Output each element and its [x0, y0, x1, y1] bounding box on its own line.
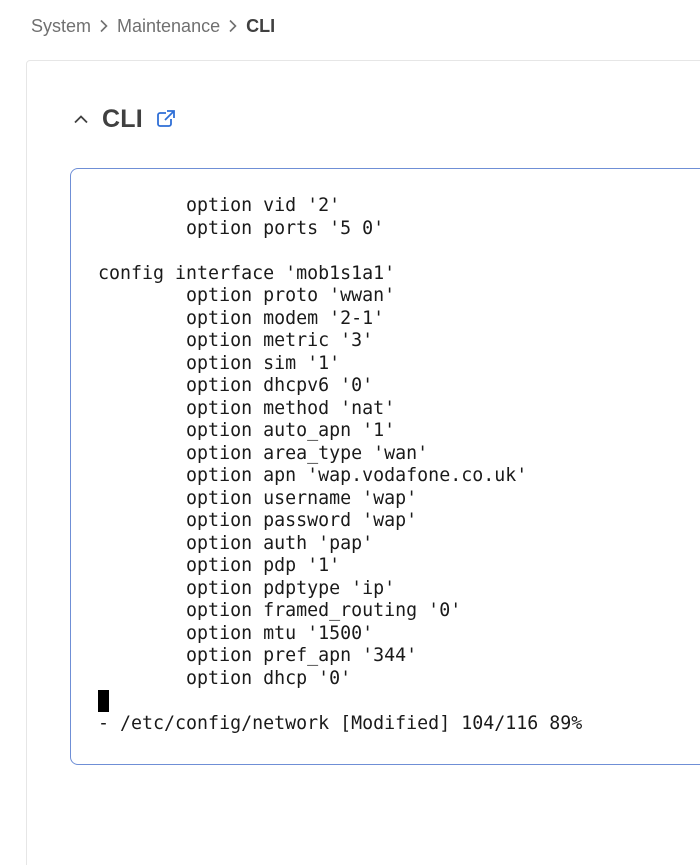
- terminal-line: option proto 'wwan': [98, 285, 396, 306]
- chevron-right-icon: [220, 14, 246, 38]
- terminal-line: option pref_apn '344': [98, 645, 418, 666]
- chevron-right-icon: [91, 14, 117, 38]
- terminal-line: option auto_apn '1': [98, 420, 396, 441]
- terminal-line: config interface 'mob1s1a1': [98, 262, 396, 284]
- terminal-line: option pdptype 'ip': [98, 577, 396, 599]
- terminal-line: option dhcpv6 '0': [98, 375, 374, 396]
- editor-status-line: - /etc/config/network [Modified] 104/116…: [98, 712, 583, 734]
- terminal-line: option mtu '1500': [98, 622, 374, 644]
- terminal-line: option area_type 'wan': [98, 442, 429, 464]
- page-title: CLI: [102, 104, 143, 133]
- terminal-line: option vid '2': [98, 195, 341, 216]
- terminal-line: option username 'wap': [98, 487, 418, 509]
- terminal-line: option modem '2-1': [98, 307, 385, 329]
- breadcrumb-item-system[interactable]: System: [31, 15, 92, 36]
- terminal-line: [98, 240, 582, 263]
- terminal-line: option sim '1': [98, 352, 341, 374]
- external-link-icon[interactable]: [155, 108, 177, 130]
- section-header: CLI: [72, 102, 177, 136]
- terminal-line: option apn 'wap.vodafone.co.uk': [98, 465, 528, 486]
- terminal-cursor: [98, 690, 109, 712]
- terminal-line: option auth 'pap': [98, 532, 374, 554]
- cli-terminal[interactable]: option vid '2' option ports '5 0' config…: [70, 168, 700, 765]
- breadcrumb-item-maintenance[interactable]: Maintenance: [117, 15, 221, 36]
- terminal-line: option pdp '1': [98, 555, 341, 576]
- terminal-line: option metric '3': [98, 330, 374, 351]
- cursor-line: [98, 690, 582, 713]
- breadcrumb-item-cli: CLI: [246, 15, 276, 36]
- terminal-line: option password 'wap': [98, 510, 418, 531]
- chevron-up-icon[interactable]: [72, 110, 90, 128]
- terminal-line: option ports '5 0': [98, 217, 385, 239]
- terminal-output: option vid '2' option ports '5 0' config…: [98, 195, 582, 735]
- terminal-line: option dhcp '0': [98, 667, 352, 689]
- breadcrumb: System Maintenance CLI: [31, 14, 275, 38]
- terminal-line: option framed_routing '0': [98, 600, 462, 621]
- terminal-line: option method 'nat': [98, 397, 396, 419]
